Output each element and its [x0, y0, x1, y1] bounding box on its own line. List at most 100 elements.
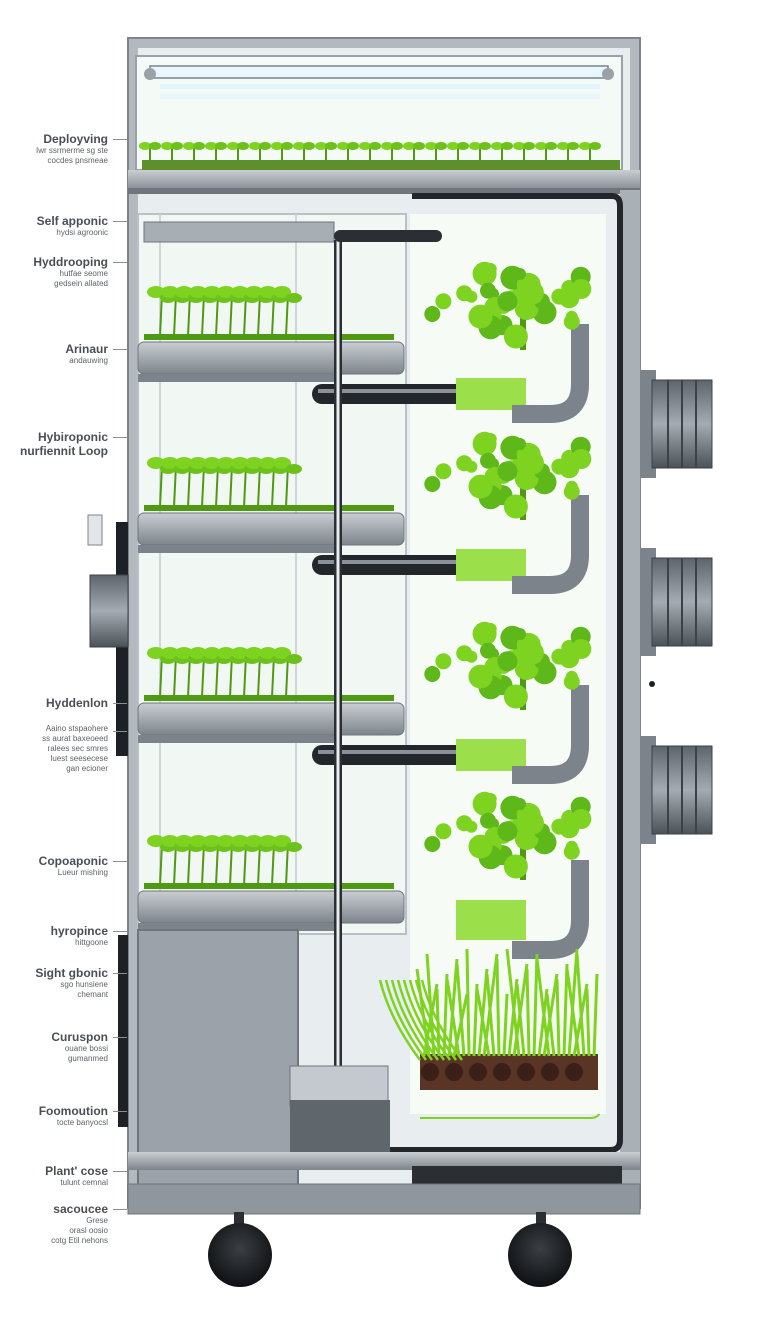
callout-subtext: gan ecioner — [66, 764, 108, 773]
seedling-leaf — [161, 286, 179, 298]
callout-tick — [113, 139, 127, 140]
callout-subtext: orasl oosio — [69, 1226, 108, 1235]
sprout-leaf — [479, 142, 491, 150]
callout-tick — [113, 1209, 127, 1210]
bush-leaf — [519, 665, 532, 678]
callout-subtext: gumanmed — [67, 1054, 108, 1063]
sprout-leaf — [205, 142, 217, 150]
bush-leaf — [497, 291, 518, 312]
bush-leaf — [563, 843, 580, 860]
callout-title: Arinaur — [65, 342, 108, 356]
bush-leaf — [424, 666, 441, 682]
bush-leaf — [519, 305, 532, 318]
grass-blade — [592, 973, 599, 1057]
bush-leaf — [514, 268, 526, 280]
grass-blade — [585, 988, 591, 1057]
seedling-leaf — [189, 286, 207, 298]
pipe-highlight — [318, 750, 464, 754]
bush-leaf — [456, 285, 473, 302]
bush-leaf — [484, 263, 497, 275]
grass-blade — [408, 979, 452, 1061]
sprout-leaf — [535, 142, 547, 150]
bush-leaf — [503, 854, 528, 879]
sprout-leaf — [369, 142, 381, 150]
callout-tick — [113, 1037, 127, 1038]
callout-title: Hyddrooping — [33, 255, 108, 269]
grass-blade — [420, 979, 464, 1061]
sprout-leaf — [545, 142, 557, 150]
seedling-leaf — [245, 647, 263, 659]
seedling-leaf — [259, 647, 277, 659]
return-channel — [512, 685, 589, 784]
seedling-leaf — [286, 654, 302, 664]
seedling-leaf — [217, 286, 235, 298]
bush-leaf — [468, 304, 493, 329]
seedling-leaf — [203, 647, 221, 659]
seedling-leaf — [203, 286, 221, 298]
callout-title: sacoucee — [53, 1202, 108, 1216]
seedling-leaf — [245, 835, 263, 847]
grass-blade — [505, 948, 521, 1057]
sprout-leaf — [491, 142, 503, 150]
callout-tick — [113, 731, 127, 732]
sprout-leaf — [435, 142, 447, 150]
callout-tick — [113, 262, 127, 263]
grass-blade — [378, 979, 422, 1061]
sprout-leaf — [359, 142, 371, 150]
callout-tick — [113, 973, 127, 974]
sprout-leaf — [567, 142, 579, 150]
sprout-leaf — [391, 142, 403, 150]
grass-blade — [396, 979, 440, 1061]
shelf-lip — [138, 545, 338, 553]
seedling-leaf — [175, 457, 193, 469]
seedling-leaf — [231, 457, 249, 469]
bush-leaf — [559, 648, 580, 669]
bush-leaf — [497, 651, 518, 672]
grass-blade — [495, 958, 501, 1057]
seedling-leaf — [175, 647, 193, 659]
callout-tick — [113, 861, 127, 862]
shelf-tray — [137, 512, 405, 546]
pipe-highlight — [318, 389, 464, 393]
bush-leaf — [538, 480, 551, 493]
bush-leaf — [480, 452, 496, 469]
callout-subtext: chemant — [77, 990, 108, 999]
callout-subtext: cotg Etil nehons — [51, 1236, 108, 1245]
soil-clump — [565, 1063, 583, 1081]
wheel-right — [508, 1223, 572, 1287]
bush-leaf — [468, 474, 493, 499]
seedling-leaf — [259, 835, 277, 847]
grass-blade — [414, 979, 458, 1061]
sprout-leaf — [161, 142, 173, 150]
bush-leaf — [484, 793, 497, 805]
soil-clump — [469, 1063, 487, 1081]
sprout-leaf — [259, 142, 271, 150]
callout-subtext: sgo hunsiene — [60, 980, 108, 989]
plant-bushes — [424, 261, 592, 880]
callout-subtext: hydsi agroonic — [56, 228, 108, 237]
sprout-leaf — [215, 142, 227, 150]
callout-subtext: luest seesecese — [50, 754, 108, 763]
bush-leaf — [424, 476, 441, 492]
seedling-leaf — [189, 457, 207, 469]
seedling-leaf — [161, 647, 179, 659]
seedling-leaf — [189, 647, 207, 659]
grass-blade — [502, 993, 509, 1057]
sprout-leaf — [139, 142, 151, 150]
bush-leaf — [484, 623, 497, 635]
nutrient-pad — [456, 378, 526, 410]
bush-leaf — [424, 306, 441, 322]
callout-subtext: cocdes pnsmeae — [47, 156, 108, 165]
bush-leaf — [538, 840, 551, 853]
bush-leaf — [563, 483, 580, 500]
grass — [378, 948, 599, 1081]
sprout-leaf — [271, 142, 283, 150]
